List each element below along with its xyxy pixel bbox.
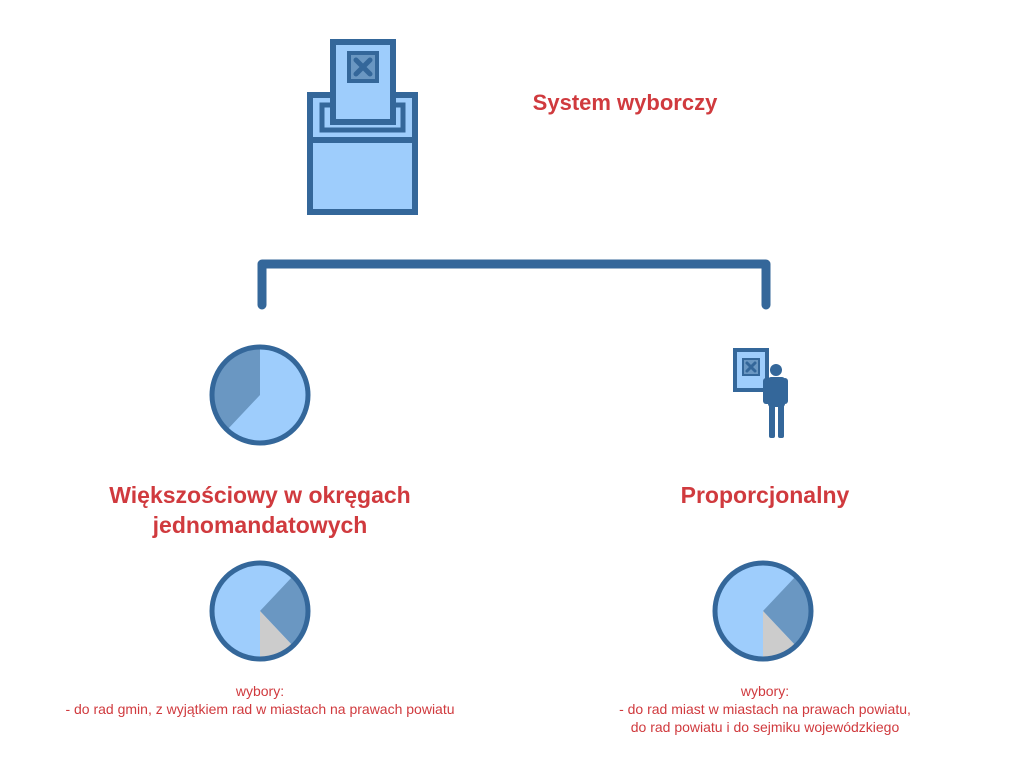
ballot-box-icon (307, 39, 418, 215)
pie-chart-icon (209, 344, 311, 446)
voter-icon (733, 348, 788, 438)
branch-title-proportional: Proporcjonalny (680, 482, 850, 508)
branch-title-majority: Większościowy w okręgach jednomandatowyc… (60, 480, 460, 540)
description-line: wybory: (235, 683, 285, 699)
branch-title-line: Większościowy w okręgach (109, 482, 411, 508)
diagram-title: System wyborczy (532, 90, 718, 115)
description-line: do rad powiatu i do sejmiku wojewódzkieg… (630, 719, 900, 735)
branch-title-line: jednomandatowych (152, 512, 368, 538)
pie-chart-icon (209, 560, 311, 662)
bracket-connector (257, 259, 771, 310)
pie-chart-icon (712, 560, 814, 662)
description-line: wybory: (740, 683, 790, 699)
description-line: - do rad gmin, z wyjątkiem rad w miastac… (65, 701, 455, 717)
branch-description-proportional: wybory: - do rad miast w miastach na pra… (560, 682, 970, 736)
description-line: - do rad miast w miastach na prawach pow… (619, 701, 911, 717)
branch-description-majority: wybory: - do rad gmin, z wyjątkiem rad w… (10, 682, 510, 718)
